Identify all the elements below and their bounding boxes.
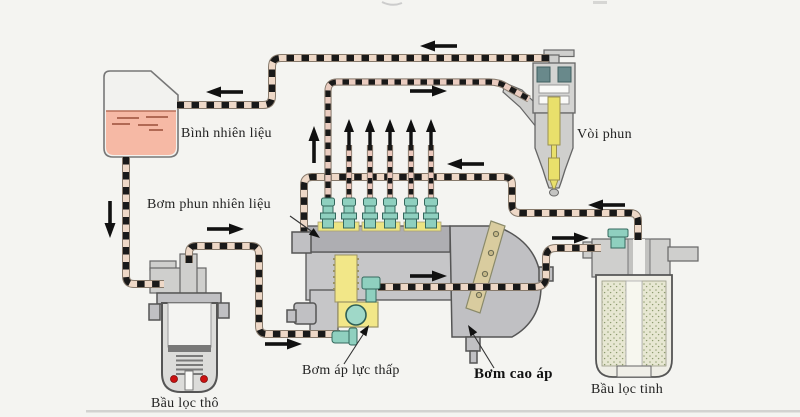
arrow-tank-down: [104, 201, 116, 238]
arrow-to-tank-left: [206, 86, 243, 98]
gallery-inlet-fitting: [291, 231, 312, 254]
spring: [176, 355, 203, 375]
top-artifact-2: [593, 1, 607, 4]
fuel-waves: [112, 116, 168, 131]
arrow-return-top-left: [420, 40, 457, 52]
nozzle-tip: [549, 188, 559, 197]
label-low-pressure-pump: Bơm áp lực thấp: [302, 363, 400, 378]
arrow-lp-inlet-right: [265, 338, 302, 350]
arrow-gallery-left: [447, 158, 484, 170]
arrow-up-6: [426, 119, 436, 145]
label-fuel-tank: Bình nhiên liệu: [181, 126, 272, 141]
label-high-pressure-pump: Bơm cao áp: [474, 366, 553, 382]
filter-element-left: [601, 280, 627, 367]
pumping-element: [333, 254, 359, 303]
arrow-to-injector-right: [410, 85, 447, 97]
injector-needle: [547, 96, 561, 193]
lp-inlet-fitting: [331, 327, 358, 346]
fuel-tank: [103, 70, 179, 158]
low-pressure-pump: [337, 301, 379, 328]
pump-piston: [345, 304, 367, 326]
arrow-up-1: [308, 126, 320, 163]
filter-element: [167, 302, 212, 348]
arrow-up-2: [344, 119, 354, 145]
lp-outlet-valve: [361, 276, 381, 303]
camshaft-end: [293, 302, 317, 325]
arrow-up-3: [365, 119, 375, 145]
bottom-shadow-line: [86, 410, 800, 413]
coarse-filter: [148, 253, 230, 393]
drain-dot-left: [170, 375, 178, 383]
arrow-up-5: [406, 119, 416, 145]
drain-dot-right: [200, 375, 208, 383]
drain-tab: [469, 350, 478, 364]
fine-filter: [582, 238, 699, 378]
arrow-filter-right: [207, 223, 244, 235]
delivery-valve-fittings: [317, 197, 442, 232]
fuel-level: [106, 111, 176, 155]
label-injector: Vòi phun: [577, 127, 632, 142]
label-injection-pump: Bơm phun nhiên liệu: [147, 197, 271, 212]
label-fine-filter: Bầu lọc tinh: [591, 382, 664, 397]
arrow-fine-return-left: [588, 199, 625, 211]
filter-element-right: [641, 280, 667, 367]
label-coarse-filter: Bầu lọc thô: [151, 396, 219, 411]
top-artifact: [381, 1, 403, 6]
fine-filter-bolt: [607, 228, 629, 249]
label-leaders: [289, 215, 495, 369]
injection-pump: [286, 220, 554, 364]
injector: [502, 49, 576, 197]
arrow-up-4: [385, 119, 395, 145]
